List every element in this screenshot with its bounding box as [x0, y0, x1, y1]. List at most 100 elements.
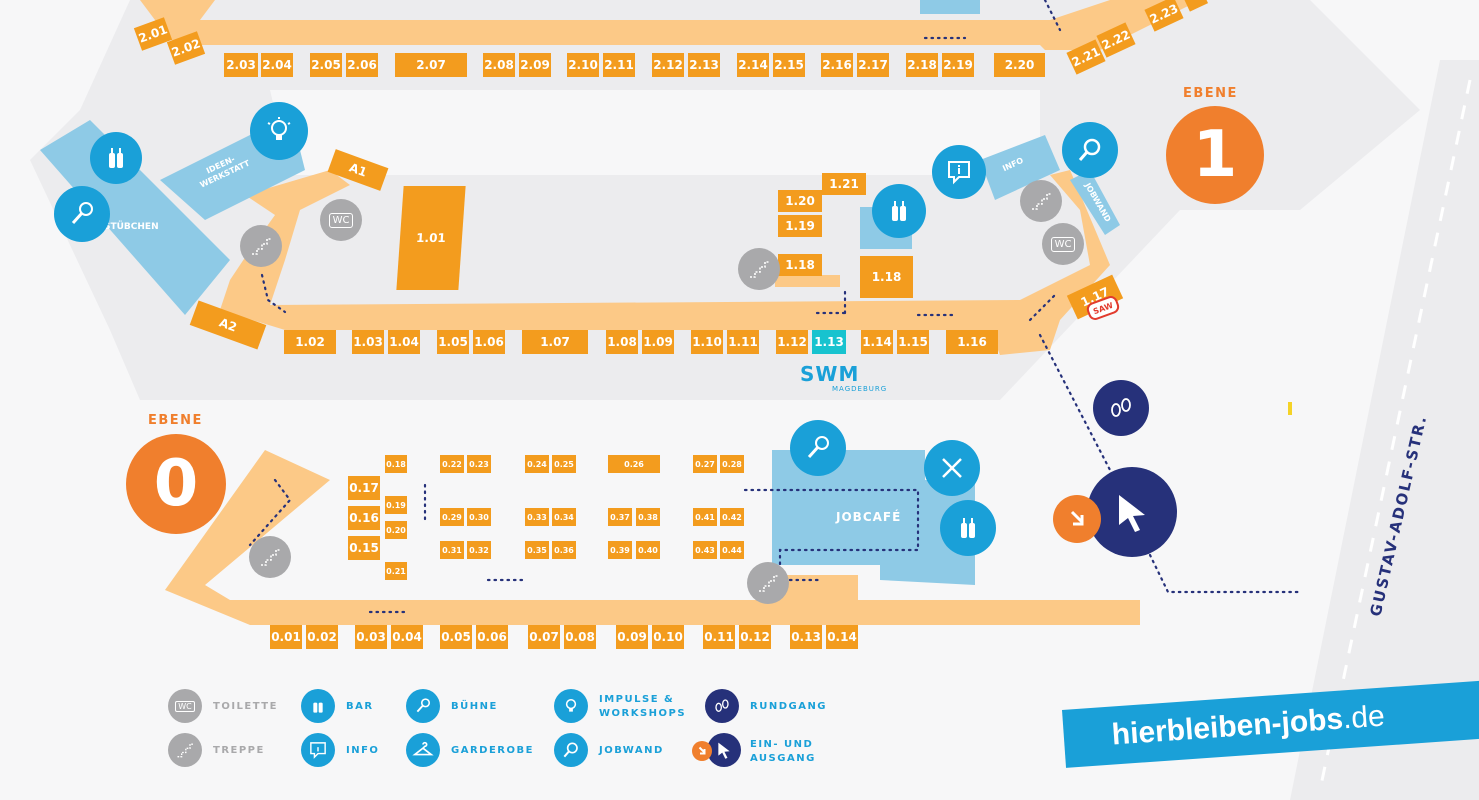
booth-2.15[interactable]: 2.15: [773, 53, 805, 77]
booth-0.39[interactable]: 0.39: [608, 541, 632, 559]
booth-2.20[interactable]: 2.20: [994, 53, 1045, 77]
booth-2.10[interactable]: 2.10: [567, 53, 599, 77]
booth-1.16[interactable]: 1.16: [946, 330, 998, 354]
booth-1.02[interactable]: 1.02: [284, 330, 336, 354]
booth-2.13[interactable]: 2.13: [688, 53, 720, 77]
wc-icon[interactable]: WC: [1042, 223, 1084, 265]
booth-0.15[interactable]: 0.15: [348, 536, 380, 560]
magnifier-icon[interactable]: [1062, 122, 1118, 178]
booth-2.09[interactable]: 2.09: [519, 53, 551, 77]
booth-0.21[interactable]: 0.21: [385, 562, 407, 580]
booth-0.19[interactable]: 0.19: [385, 496, 407, 514]
booth-1.14[interactable]: 1.14: [861, 330, 893, 354]
booth-0.29[interactable]: 0.29: [440, 508, 464, 526]
booth-0.40[interactable]: 0.40: [636, 541, 660, 559]
booth-0.05[interactable]: 0.05: [440, 625, 472, 649]
booth-0.12[interactable]: 0.12: [739, 625, 771, 649]
booth-0.33[interactable]: 0.33: [525, 508, 549, 526]
booth-0.20[interactable]: 0.20: [385, 521, 407, 539]
stairs-icon[interactable]: [747, 562, 789, 604]
bar-icon[interactable]: [940, 500, 996, 556]
booth-2.03[interactable]: 2.03: [224, 53, 258, 77]
info-icon[interactable]: [932, 145, 986, 199]
booth-0.10[interactable]: 0.10: [652, 625, 684, 649]
booth-2.06[interactable]: 2.06: [346, 53, 378, 77]
footsteps-icon[interactable]: [1093, 380, 1149, 436]
bar-icon[interactable]: [872, 184, 926, 238]
booth-1.11[interactable]: 1.11: [727, 330, 759, 354]
booth-0.26[interactable]: 0.26: [608, 455, 660, 473]
booth-0.02[interactable]: 0.02: [306, 625, 338, 649]
booth-0.44[interactable]: 0.44: [720, 541, 744, 559]
booth-0.42[interactable]: 0.42: [720, 508, 744, 526]
booth-0.16[interactable]: 0.16: [348, 506, 380, 530]
booth-1.05[interactable]: 1.05: [437, 330, 469, 354]
booth-0.36[interactable]: 0.36: [552, 541, 576, 559]
booth-2.12[interactable]: 2.12: [652, 53, 684, 77]
bar-icon[interactable]: [90, 132, 142, 184]
booth-0.22[interactable]: 0.22: [440, 455, 464, 473]
lightbulb-icon[interactable]: [250, 102, 308, 160]
booth-2.17[interactable]: 2.17: [857, 53, 889, 77]
wc-icon[interactable]: WC: [320, 199, 362, 241]
booth-2.08[interactable]: 2.08: [483, 53, 515, 77]
booth-0.07[interactable]: 0.07: [528, 625, 560, 649]
booth-1.12[interactable]: 1.12: [776, 330, 808, 354]
booth-2.05[interactable]: 2.05: [310, 53, 342, 77]
booth-0.38[interactable]: 0.38: [636, 508, 660, 526]
booth-1.19[interactable]: 1.19: [778, 215, 822, 237]
booth-0.06[interactable]: 0.06: [476, 625, 508, 649]
booth-1.13[interactable]: 1.13: [812, 330, 846, 354]
booth-0.04[interactable]: 0.04: [391, 625, 423, 649]
booth-2.04[interactable]: 2.04: [261, 53, 293, 77]
booth-2.14[interactable]: 2.14: [737, 53, 769, 77]
booth-0.25[interactable]: 0.25: [552, 455, 576, 473]
entrance-cursor-icon[interactable]: [1087, 467, 1177, 557]
microphone-icon[interactable]: [54, 186, 110, 242]
booth-1.01[interactable]: 1.01: [396, 186, 466, 290]
booth-2.11[interactable]: 2.11: [603, 53, 635, 77]
stairs-icon[interactable]: [738, 248, 780, 290]
booth-1.18[interactable]: 1.18: [778, 254, 822, 276]
booth-0.30[interactable]: 0.30: [467, 508, 491, 526]
booth-0.24[interactable]: 0.24: [525, 455, 549, 473]
booth-0.28[interactable]: 0.28: [720, 455, 744, 473]
booth-0.17[interactable]: 0.17: [348, 476, 380, 500]
stairs-icon[interactable]: [1020, 180, 1062, 222]
booth-1.10[interactable]: 1.10: [691, 330, 723, 354]
booth-0.41[interactable]: 0.41: [693, 508, 717, 526]
booth-1.04[interactable]: 1.04: [388, 330, 420, 354]
booth-1.15[interactable]: 1.15: [897, 330, 929, 354]
booth-0.14[interactable]: 0.14: [826, 625, 858, 649]
booth-1.21[interactable]: 1.21: [822, 173, 866, 195]
booth-0.37[interactable]: 0.37: [608, 508, 632, 526]
booth-0.35[interactable]: 0.35: [525, 541, 549, 559]
booth-2.18[interactable]: 2.18: [906, 53, 938, 77]
booth-2.19[interactable]: 2.19: [942, 53, 974, 77]
booth-0.09[interactable]: 0.09: [616, 625, 648, 649]
stairs-icon[interactable]: [249, 536, 291, 578]
booth-2.07[interactable]: 2.07: [395, 53, 467, 77]
booth-1.20[interactable]: 1.20: [778, 190, 822, 212]
booth-0.34[interactable]: 0.34: [552, 508, 576, 526]
booth-0.11[interactable]: 0.11: [703, 625, 735, 649]
booth-0.01[interactable]: 0.01: [270, 625, 302, 649]
booth-0.13[interactable]: 0.13: [790, 625, 822, 649]
booth-1.03[interactable]: 1.03: [352, 330, 384, 354]
booth-1.18-main[interactable]: 1.18: [860, 256, 913, 298]
booth-2.16[interactable]: 2.16: [821, 53, 853, 77]
exit-arrow-icon[interactable]: [1053, 495, 1101, 543]
booth-1.06[interactable]: 1.06: [473, 330, 505, 354]
booth-1.08[interactable]: 1.08: [606, 330, 638, 354]
booth-0.27[interactable]: 0.27: [693, 455, 717, 473]
booth-0.23[interactable]: 0.23: [467, 455, 491, 473]
booth-0.32[interactable]: 0.32: [467, 541, 491, 559]
stairs-icon[interactable]: [240, 225, 282, 267]
microphone-icon[interactable]: [790, 420, 846, 476]
booth-0.43[interactable]: 0.43: [693, 541, 717, 559]
fork-knife-icon[interactable]: [924, 440, 980, 496]
booth-0.18[interactable]: 0.18: [385, 455, 407, 473]
booth-0.31[interactable]: 0.31: [440, 541, 464, 559]
booth-1.07[interactable]: 1.07: [522, 330, 588, 354]
booth-1.09[interactable]: 1.09: [642, 330, 674, 354]
